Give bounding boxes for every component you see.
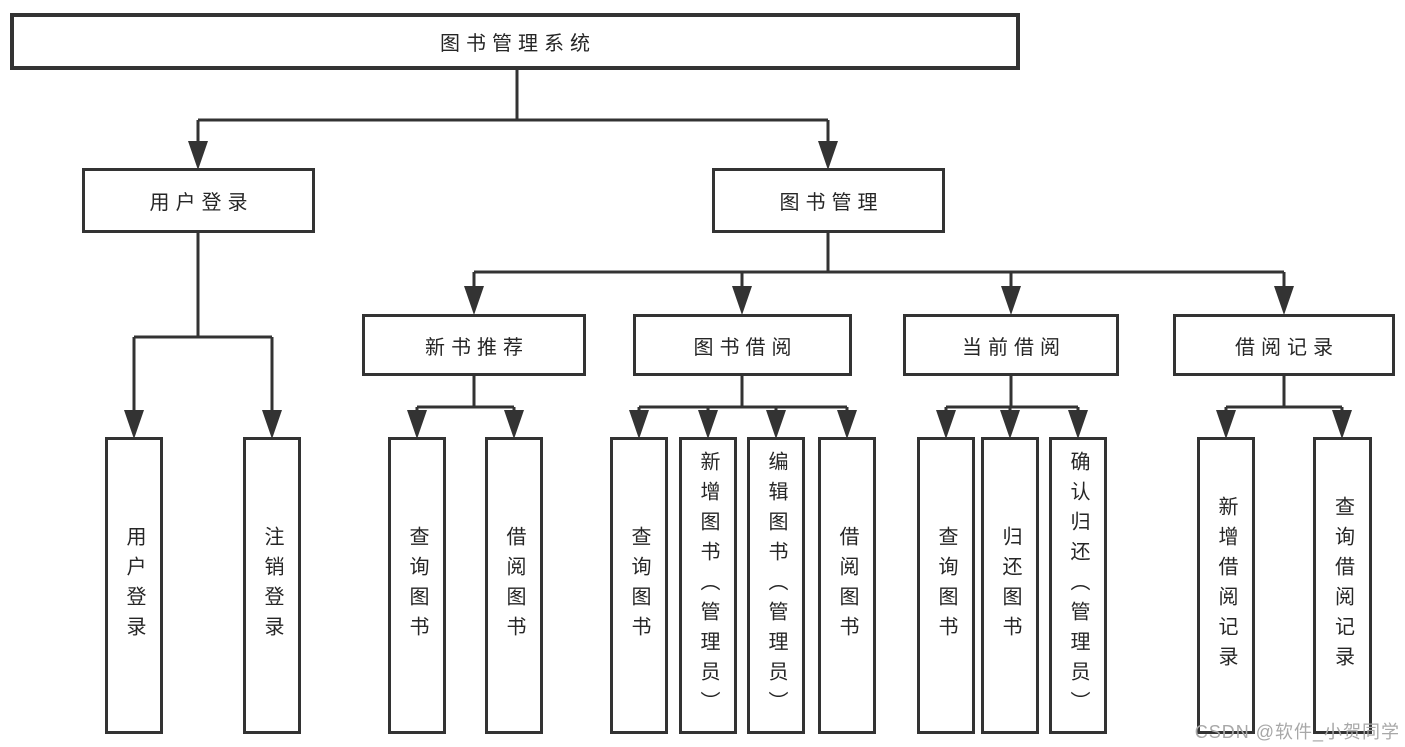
leaf-user-login: 用户登录 — [105, 437, 163, 734]
leaf-confirm-return-admin: 确认归还（管理员） — [1049, 437, 1107, 734]
node-book-management: 图书管理 — [712, 168, 945, 233]
leaf-return-book: 归还图书 — [981, 437, 1039, 734]
leaf-query-book: 查询图书 — [610, 437, 668, 734]
leaf-query-book: 查询图书 — [388, 437, 446, 734]
leaf-borrow-book: 借阅图书 — [485, 437, 543, 734]
watermark: CSDN @软件_小贺同学 — [1194, 722, 1400, 742]
leaf-borrow-book: 借阅图书 — [818, 437, 876, 734]
node-new-book-recommend: 新书推荐 — [362, 314, 586, 376]
connector-path-book-management — [472, 233, 1286, 290]
connector-path-current-borrow — [944, 376, 1080, 414]
connector-path-book-borrow — [637, 376, 849, 414]
leaf-logout: 注销登录 — [243, 437, 301, 734]
connector-path-new-book — [415, 376, 516, 414]
leaf-query-book: 查询图书 — [917, 437, 975, 734]
leaf-add-borrow-record: 新增借阅记录 — [1197, 437, 1255, 734]
leaf-query-borrow-record: 查询借阅记录 — [1313, 437, 1372, 734]
connector-path-user-login — [132, 233, 274, 414]
leaf-add-book-admin: 新增图书（管理员） — [679, 437, 737, 734]
node-current-borrow: 当前借阅 — [903, 314, 1119, 376]
connector-path-borrow-records — [1224, 376, 1344, 414]
node-borrow-records: 借阅记录 — [1173, 314, 1395, 376]
leaf-edit-book-admin: 编辑图书（管理员） — [747, 437, 805, 734]
node-root: 图书管理系统 — [10, 13, 1020, 70]
connector-path-root — [196, 70, 830, 145]
node-book-borrow: 图书借阅 — [633, 314, 852, 376]
node-user-login: 用户登录 — [82, 168, 315, 233]
arrow-down-icons — [124, 141, 1352, 439]
